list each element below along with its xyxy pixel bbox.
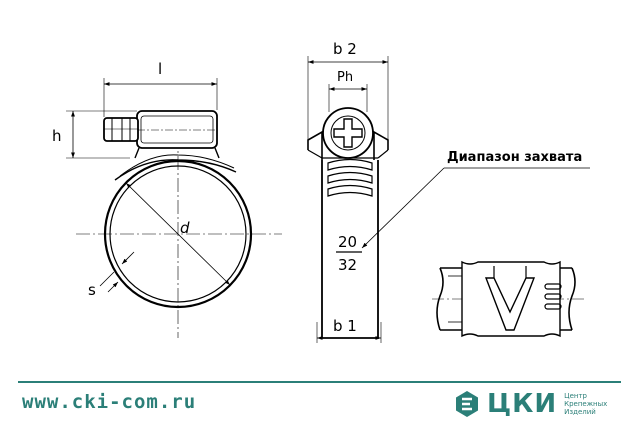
clamp-side-view	[307, 56, 590, 343]
width-total-label: b 2	[333, 40, 357, 58]
website-link[interactable]: www.cki-com.ru	[22, 391, 197, 413]
tagline-line: Крепежных	[564, 400, 608, 408]
clamp-front-view	[66, 78, 282, 338]
range-max: 32	[338, 256, 357, 274]
range-min: 20	[338, 233, 357, 251]
diameter-label: d	[180, 219, 190, 237]
pitch-label: Ph	[337, 70, 353, 85]
hex-logo-icon	[456, 391, 478, 417]
brand-name: ЦКИ	[487, 389, 558, 419]
technical-drawing: l h d s b 2 Ph b 1 Диапазон захвата 20 3…	[52, 40, 590, 343]
brand-logo: ЦКИ Центр Крепежных Изделий	[455, 388, 607, 420]
range-title: Диапазон захвата	[447, 150, 582, 165]
height-label: h	[52, 127, 62, 145]
tagline-line: Изделий	[564, 408, 596, 416]
band-detail-view	[432, 260, 584, 338]
brand-tagline: Центр Крепежных Изделий	[564, 392, 607, 416]
thickness-label: s	[88, 281, 96, 299]
tagline-line: Центр	[564, 392, 587, 400]
width-band-label: b 1	[333, 317, 357, 335]
length-label: l	[158, 60, 162, 78]
footer-divider	[18, 381, 621, 383]
